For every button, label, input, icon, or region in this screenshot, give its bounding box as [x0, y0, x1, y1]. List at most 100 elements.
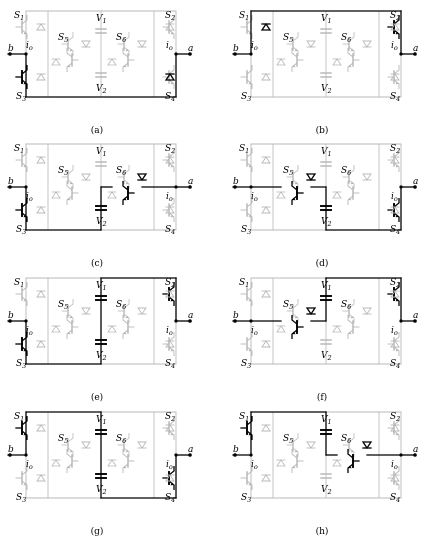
label-s2: S2 — [390, 412, 400, 423]
label-s3: S3 — [16, 493, 26, 504]
current-label-right: io — [391, 192, 398, 203]
panel-caption: (h) — [316, 526, 329, 537]
node-a-label: a — [188, 44, 193, 54]
node-b-label: b — [233, 177, 239, 187]
current-label-left: io — [251, 41, 258, 52]
label-v1: V1 — [96, 281, 107, 292]
label-s2: S2 — [390, 278, 400, 289]
current-label-left: io — [251, 326, 258, 337]
label-s2: S2 — [165, 144, 175, 155]
label-s3: S3 — [16, 359, 26, 370]
label-s1: S1 — [14, 11, 24, 22]
node-a-label: a — [413, 44, 418, 54]
label-s6: S6 — [116, 33, 126, 44]
label-s5: S5 — [58, 434, 68, 445]
node-a-label: a — [413, 177, 418, 187]
label-v2: V2 — [96, 217, 107, 228]
label-s2: S2 — [390, 144, 400, 155]
label-s1: S1 — [14, 144, 24, 155]
current-label-left: io — [26, 192, 33, 203]
current-label-left: io — [26, 326, 33, 337]
node-a-label: a — [188, 311, 193, 321]
label-v1: V1 — [96, 147, 107, 158]
node-b-label: b — [233, 445, 239, 455]
node-b-label: b — [8, 44, 14, 54]
label-s1: S1 — [239, 11, 249, 22]
label-s2: S2 — [165, 11, 175, 22]
panel-caption: (c) — [91, 258, 103, 269]
panel-caption: (a) — [91, 125, 103, 136]
label-v1: V1 — [321, 14, 332, 25]
label-s6: S6 — [116, 166, 126, 177]
current-label-left: io — [26, 41, 33, 52]
node-b-label: b — [233, 311, 239, 321]
panel-caption: (b) — [316, 125, 329, 136]
label-s1: S1 — [14, 278, 24, 289]
label-s3: S3 — [241, 92, 251, 103]
current-label-right: io — [166, 460, 173, 471]
label-s3: S3 — [16, 92, 26, 103]
label-s5: S5 — [58, 33, 68, 44]
current-label-right: io — [166, 192, 173, 203]
label-s4: S4 — [390, 92, 400, 103]
label-s5: S5 — [283, 166, 293, 177]
label-s3: S3 — [241, 225, 251, 236]
node-b-label: b — [233, 44, 239, 54]
label-s4: S4 — [165, 359, 175, 370]
label-v2: V2 — [321, 485, 332, 496]
current-label-right: io — [391, 41, 398, 52]
node-b-label: b — [8, 311, 14, 321]
current-label-right: io — [391, 326, 398, 337]
current-label-left: io — [251, 192, 258, 203]
label-v2: V2 — [321, 351, 332, 362]
label-s1: S1 — [14, 412, 24, 423]
label-s5: S5 — [283, 434, 293, 445]
label-v1: V1 — [321, 281, 332, 292]
label-v1: V1 — [96, 415, 107, 426]
label-s1: S1 — [239, 278, 249, 289]
label-v2: V2 — [96, 84, 107, 95]
label-s5: S5 — [283, 33, 293, 44]
current-label-right: io — [391, 460, 398, 471]
label-s4: S4 — [165, 493, 175, 504]
label-v1: V1 — [321, 147, 332, 158]
label-s2: S2 — [390, 11, 400, 22]
current-label-right: io — [166, 41, 173, 52]
node-a-label: a — [413, 311, 418, 321]
node-b-label: b — [8, 445, 14, 455]
label-s6: S6 — [341, 33, 351, 44]
label-s6: S6 — [341, 434, 351, 445]
label-s3: S3 — [16, 225, 26, 236]
label-v2: V2 — [321, 217, 332, 228]
label-v2: V2 — [96, 351, 107, 362]
label-s3: S3 — [241, 493, 251, 504]
label-v2: V2 — [96, 485, 107, 496]
label-s6: S6 — [116, 434, 126, 445]
panel-caption: (f) — [317, 392, 327, 403]
panel-caption: (g) — [91, 526, 104, 537]
label-v1: V1 — [96, 14, 107, 25]
label-s5: S5 — [58, 166, 68, 177]
current-label-left: io — [251, 460, 258, 471]
label-s4: S4 — [390, 225, 400, 236]
label-s5: S5 — [283, 300, 293, 311]
label-s4: S4 — [165, 92, 175, 103]
label-v2: V2 — [321, 84, 332, 95]
panel-caption: (d) — [316, 258, 329, 269]
node-b-label: b — [8, 177, 14, 187]
label-s1: S1 — [239, 412, 249, 423]
label-s4: S4 — [390, 359, 400, 370]
panel-caption: (e) — [91, 392, 103, 403]
label-s6: S6 — [116, 300, 126, 311]
label-s6: S6 — [341, 300, 351, 311]
label-s5: S5 — [58, 300, 68, 311]
